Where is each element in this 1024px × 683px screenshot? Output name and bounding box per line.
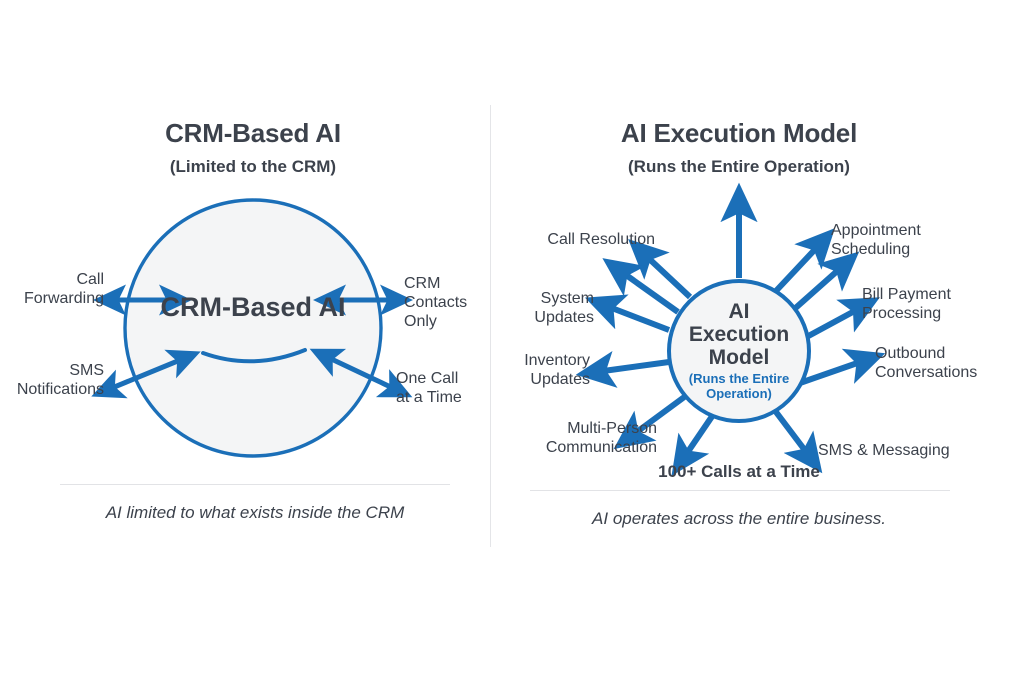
arrow-bill-payment-processing (799, 297, 880, 343)
arrow-sms-messaging (770, 406, 823, 474)
arrow-call-resolution (628, 239, 693, 300)
left-node-crm-contacts-only: CRM Contacts Only (404, 275, 468, 330)
ai-execution-core-main: AI Execution Model (688, 300, 790, 370)
arrow-inventory-updates (575, 350, 670, 388)
arrow-system-updates (584, 294, 671, 333)
right-node-bill-payment-processing: Bill Payment Processing (862, 286, 951, 322)
left-caption-rule (60, 484, 450, 485)
crm-core-label: CRM-Based AI (160, 292, 346, 322)
right-node-sms-messaging: SMS & Messaging (818, 442, 950, 459)
arrow-appointment-scheduling (772, 228, 835, 295)
ai-execution-bubble (667, 279, 811, 423)
smile-arc (201, 348, 307, 364)
left-node-call-forwarding: Call Forwarding (23, 271, 104, 307)
left-node-sms-notifications: SMS Notifications (16, 362, 104, 398)
arrow-outbound-conversations (799, 348, 886, 386)
arrow-appointment-scheduling-secondary (789, 251, 860, 315)
right-node-system-updates: System Updates (534, 290, 594, 326)
right-panel-subtitle: (Runs the Entire Operation) (628, 157, 850, 176)
right-node-inventory-updates: Inventory Updates (524, 352, 590, 388)
ai-execution-core-sub: (Runs the Entire Operation) (688, 371, 790, 401)
right-node-outbound-conversations: Outbound Conversations (875, 345, 978, 381)
left-node-one-call-at-a-time: One Call at a Time (396, 370, 462, 406)
left-panel-subtitle: (Limited to the CRM) (169, 157, 337, 176)
panel-divider (490, 105, 491, 547)
right-node-call-resolution: Call Resolution (547, 231, 655, 248)
arrow-multi-person-communication (613, 392, 689, 450)
arrow-call-resolution-secondary (602, 258, 680, 315)
arrow-sms-notifications (91, 349, 201, 399)
right-panel-caption: AI operates across the entire business. (592, 509, 886, 528)
arrow-one-call-at-a-time (309, 348, 413, 398)
right-node-multi-person-communication: Multi-Person Communication (545, 420, 657, 456)
left-panel-title: CRM-Based AI (165, 118, 341, 148)
right-node-appointment-scheduling: Appointment Scheduling (831, 222, 921, 258)
ai-execution-core-label: AI Execution Model (Runs the Entire Oper… (664, 300, 814, 401)
right-node-calls-at-a-time: 100+ Calls at a Time (658, 462, 820, 481)
right-caption-rule (530, 490, 950, 491)
right-panel-title: AI Execution Model (620, 118, 858, 148)
arrow-calls-at-a-time (671, 410, 718, 476)
left-panel-caption: AI limited to what exists inside the CRM (105, 503, 405, 522)
